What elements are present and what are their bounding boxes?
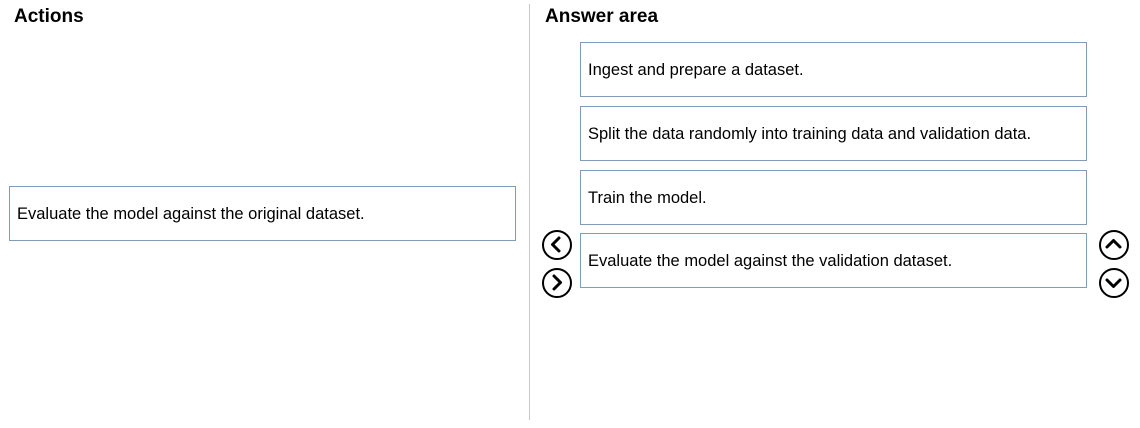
action-item-evaluate-original[interactable]: Evaluate the model against the original … xyxy=(9,186,516,241)
action-item-label: Evaluate the model against the original … xyxy=(17,204,365,223)
actions-heading: Actions xyxy=(14,6,84,27)
move-down-button[interactable] xyxy=(1099,268,1129,298)
answer-item-label: Ingest and prepare a dataset. xyxy=(588,60,804,79)
answer-item-split[interactable]: Split the data randomly into training da… xyxy=(580,106,1087,161)
move-right-button[interactable] xyxy=(542,268,572,298)
answer-area-heading: Answer area xyxy=(545,6,659,27)
answer-item-train[interactable]: Train the model. xyxy=(580,170,1087,225)
chevron-left-icon xyxy=(551,236,561,253)
move-up-button[interactable] xyxy=(1099,230,1129,260)
answer-item-ingest[interactable]: Ingest and prepare a dataset. xyxy=(580,42,1087,97)
chevron-right-icon xyxy=(552,274,562,291)
answer-item-label: Train the model. xyxy=(588,188,707,207)
chevron-down-icon xyxy=(1105,278,1122,288)
move-left-button[interactable] xyxy=(542,230,572,260)
chevron-up-icon xyxy=(1105,239,1122,249)
answer-item-label: Split the data randomly into training da… xyxy=(588,124,1032,143)
answer-item-evaluate-validation[interactable]: Evaluate the model against the validatio… xyxy=(580,233,1087,288)
panel-divider xyxy=(529,4,530,420)
answer-item-label: Evaluate the model against the validatio… xyxy=(588,251,953,270)
